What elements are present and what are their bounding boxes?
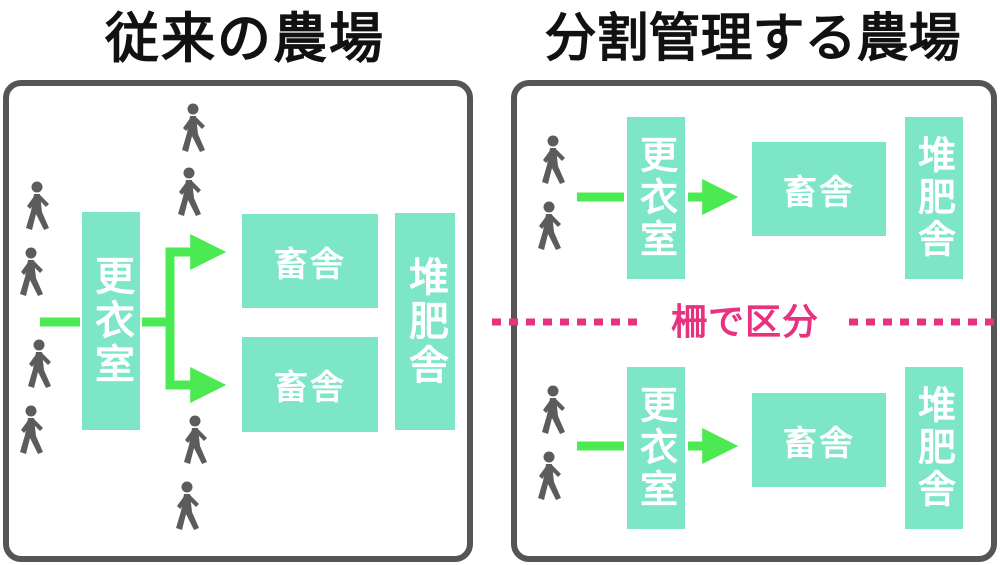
right-bottom-barn: 畜舎 (752, 393, 886, 487)
right-top-changing-room: 更衣室 (627, 117, 685, 279)
right-bottom-compost-house: 堆肥舎 (905, 367, 963, 529)
fence-divider-label: 柵で区分 (645, 298, 845, 348)
left-barn-top: 畜舎 (242, 214, 378, 308)
left-compost-house: 堆肥舎 (395, 213, 455, 430)
right-top-compost-house: 堆肥舎 (905, 117, 963, 279)
left-changing-room: 更衣室 (82, 212, 140, 430)
right-top-barn: 畜舎 (752, 142, 886, 236)
left-barn-bottom: 畜舎 (242, 337, 378, 432)
left-panel-title: 従来の農場 (105, 7, 385, 70)
right-panel-title: 分割管理する農場 (544, 9, 961, 69)
right-bottom-changing-room: 更衣室 (627, 367, 685, 529)
conventional-farm-frame (3, 80, 473, 562)
